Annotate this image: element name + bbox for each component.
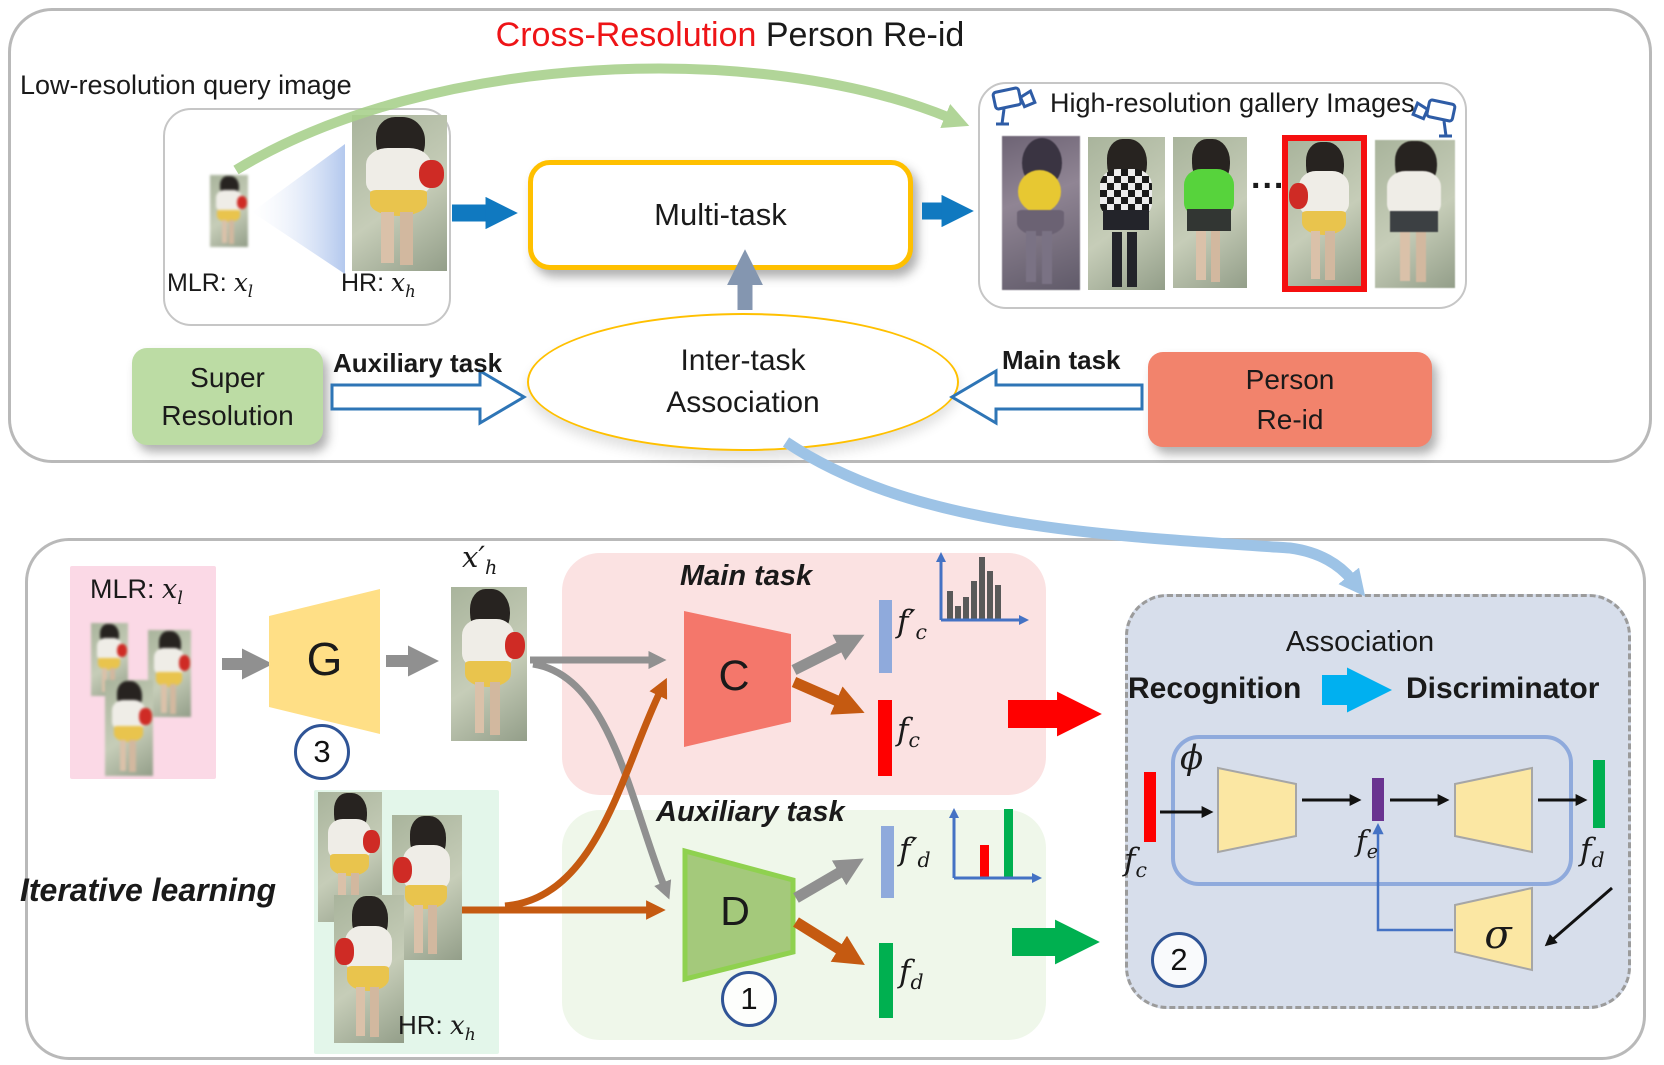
auxiliary-task-region-title: Auxiliary task bbox=[656, 796, 845, 828]
gallery-photo-1 bbox=[1002, 136, 1080, 290]
real-fake-score-chart-icon bbox=[949, 808, 1042, 883]
gallery-photo-5 bbox=[1375, 140, 1455, 288]
query-mlr-label: MLR: xl bbox=[167, 268, 254, 301]
assoc-fe-bar bbox=[1372, 778, 1384, 821]
mlr-input-label: MLR: xl bbox=[90, 574, 183, 610]
phi-label: ϕ bbox=[1180, 738, 1204, 778]
association-title: Association bbox=[1285, 626, 1435, 658]
step-1-badge: 1 bbox=[721, 971, 777, 1027]
hr-photo-1 bbox=[318, 792, 382, 922]
hr-photo-3 bbox=[334, 895, 404, 1043]
mlr-photo-2 bbox=[148, 630, 191, 717]
fc-feature-bar bbox=[878, 700, 892, 776]
generator-letter: G bbox=[306, 633, 343, 685]
fd-feature-bar bbox=[879, 943, 893, 1018]
fd-label: fd bbox=[899, 954, 924, 995]
query-hr-label: HR: xh bbox=[341, 268, 416, 301]
step-2-badge: 2 bbox=[1151, 932, 1207, 988]
camera-right-icon bbox=[1411, 98, 1457, 138]
mlr-photo-3 bbox=[105, 680, 153, 776]
auxiliary-task-arrow-label: Auxiliary task bbox=[333, 348, 503, 378]
gallery-photo-4-match-frame bbox=[1282, 135, 1367, 292]
gallery-photo-4 bbox=[1288, 141, 1361, 286]
assoc-fc-bar bbox=[1144, 772, 1156, 842]
query-hr-photo bbox=[352, 115, 447, 271]
gallery-photo-2 bbox=[1088, 137, 1165, 290]
assoc-fd-bar bbox=[1593, 760, 1605, 828]
figure-title: Cross-Resolution Person Re-id bbox=[420, 16, 1040, 55]
discriminator-letter: D bbox=[720, 888, 750, 934]
assoc-fd-label: fd bbox=[1580, 832, 1605, 873]
association-discriminator-label: Discriminator bbox=[1406, 672, 1600, 705]
association-recognition-label: Recognition bbox=[1128, 672, 1302, 705]
fc-label: fc bbox=[897, 712, 920, 753]
fc-prime-feature-bar bbox=[879, 600, 892, 673]
gallery-ellipsis: ... bbox=[1251, 158, 1286, 196]
fd-prime-feature-bar bbox=[881, 826, 894, 898]
camera-left-icon bbox=[991, 86, 1037, 126]
class-distribution-histogram-icon bbox=[936, 552, 1029, 625]
fc-prime-label: f′c bbox=[897, 604, 927, 645]
gallery-caption: High-resolution gallery Images bbox=[1050, 88, 1415, 118]
score-chart-bars bbox=[980, 809, 1013, 877]
hr-input-label: HR: xh bbox=[398, 1010, 476, 1046]
sr-output-photo bbox=[451, 587, 527, 741]
assoc-fe-label: fe bbox=[1356, 824, 1379, 863]
figure-title-highlight: Cross-Resolution bbox=[495, 16, 757, 54]
sigma-label: σ bbox=[1484, 912, 1512, 958]
query-caption: Low-resolution query image bbox=[20, 70, 352, 100]
multi-task-box: Multi-task bbox=[528, 160, 913, 270]
iterative-learning-label: Iterative learning bbox=[20, 872, 277, 908]
fd-prime-label: f′d bbox=[899, 832, 931, 873]
assoc-fc-label: fc bbox=[1124, 842, 1147, 883]
main-task-region-title: Main task bbox=[680, 560, 813, 592]
histogram-bars bbox=[947, 557, 1001, 619]
step-3-badge: 3 bbox=[294, 724, 350, 780]
gallery-photo-3 bbox=[1173, 137, 1247, 288]
sr-output-label: x′h bbox=[462, 540, 498, 579]
figure-title-rest: Person Re-id bbox=[756, 16, 965, 54]
query-mlr-photo bbox=[210, 175, 248, 247]
main-task-arrow-label: Main task bbox=[1002, 345, 1121, 375]
classifier-letter: C bbox=[718, 652, 750, 700]
multi-task-label: Multi-task bbox=[654, 197, 787, 232]
